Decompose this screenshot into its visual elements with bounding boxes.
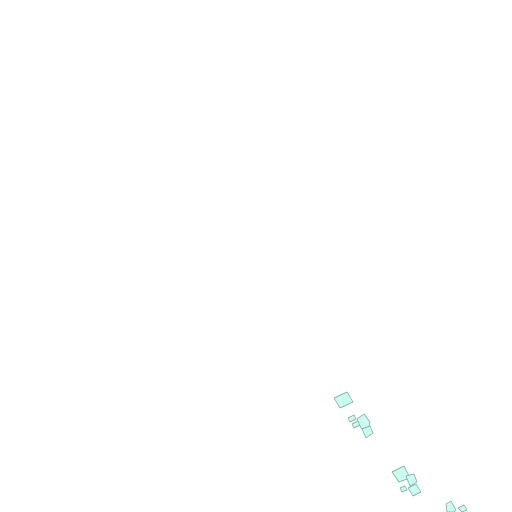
map-feature-polygon[interactable] bbox=[405, 473, 418, 487]
map-feature-polygon[interactable] bbox=[445, 500, 457, 512]
map-feature-polygon[interactable] bbox=[457, 504, 468, 512]
map-feature-polygon[interactable] bbox=[356, 413, 371, 431]
map-feature-polygon[interactable] bbox=[333, 391, 354, 409]
map-feature-polygon[interactable] bbox=[407, 483, 422, 497]
map-feature-polygon[interactable] bbox=[361, 425, 374, 439]
map-feature-polygon[interactable] bbox=[399, 485, 408, 493]
map-features bbox=[333, 391, 468, 512]
map-feature-polygon[interactable] bbox=[347, 414, 357, 423]
